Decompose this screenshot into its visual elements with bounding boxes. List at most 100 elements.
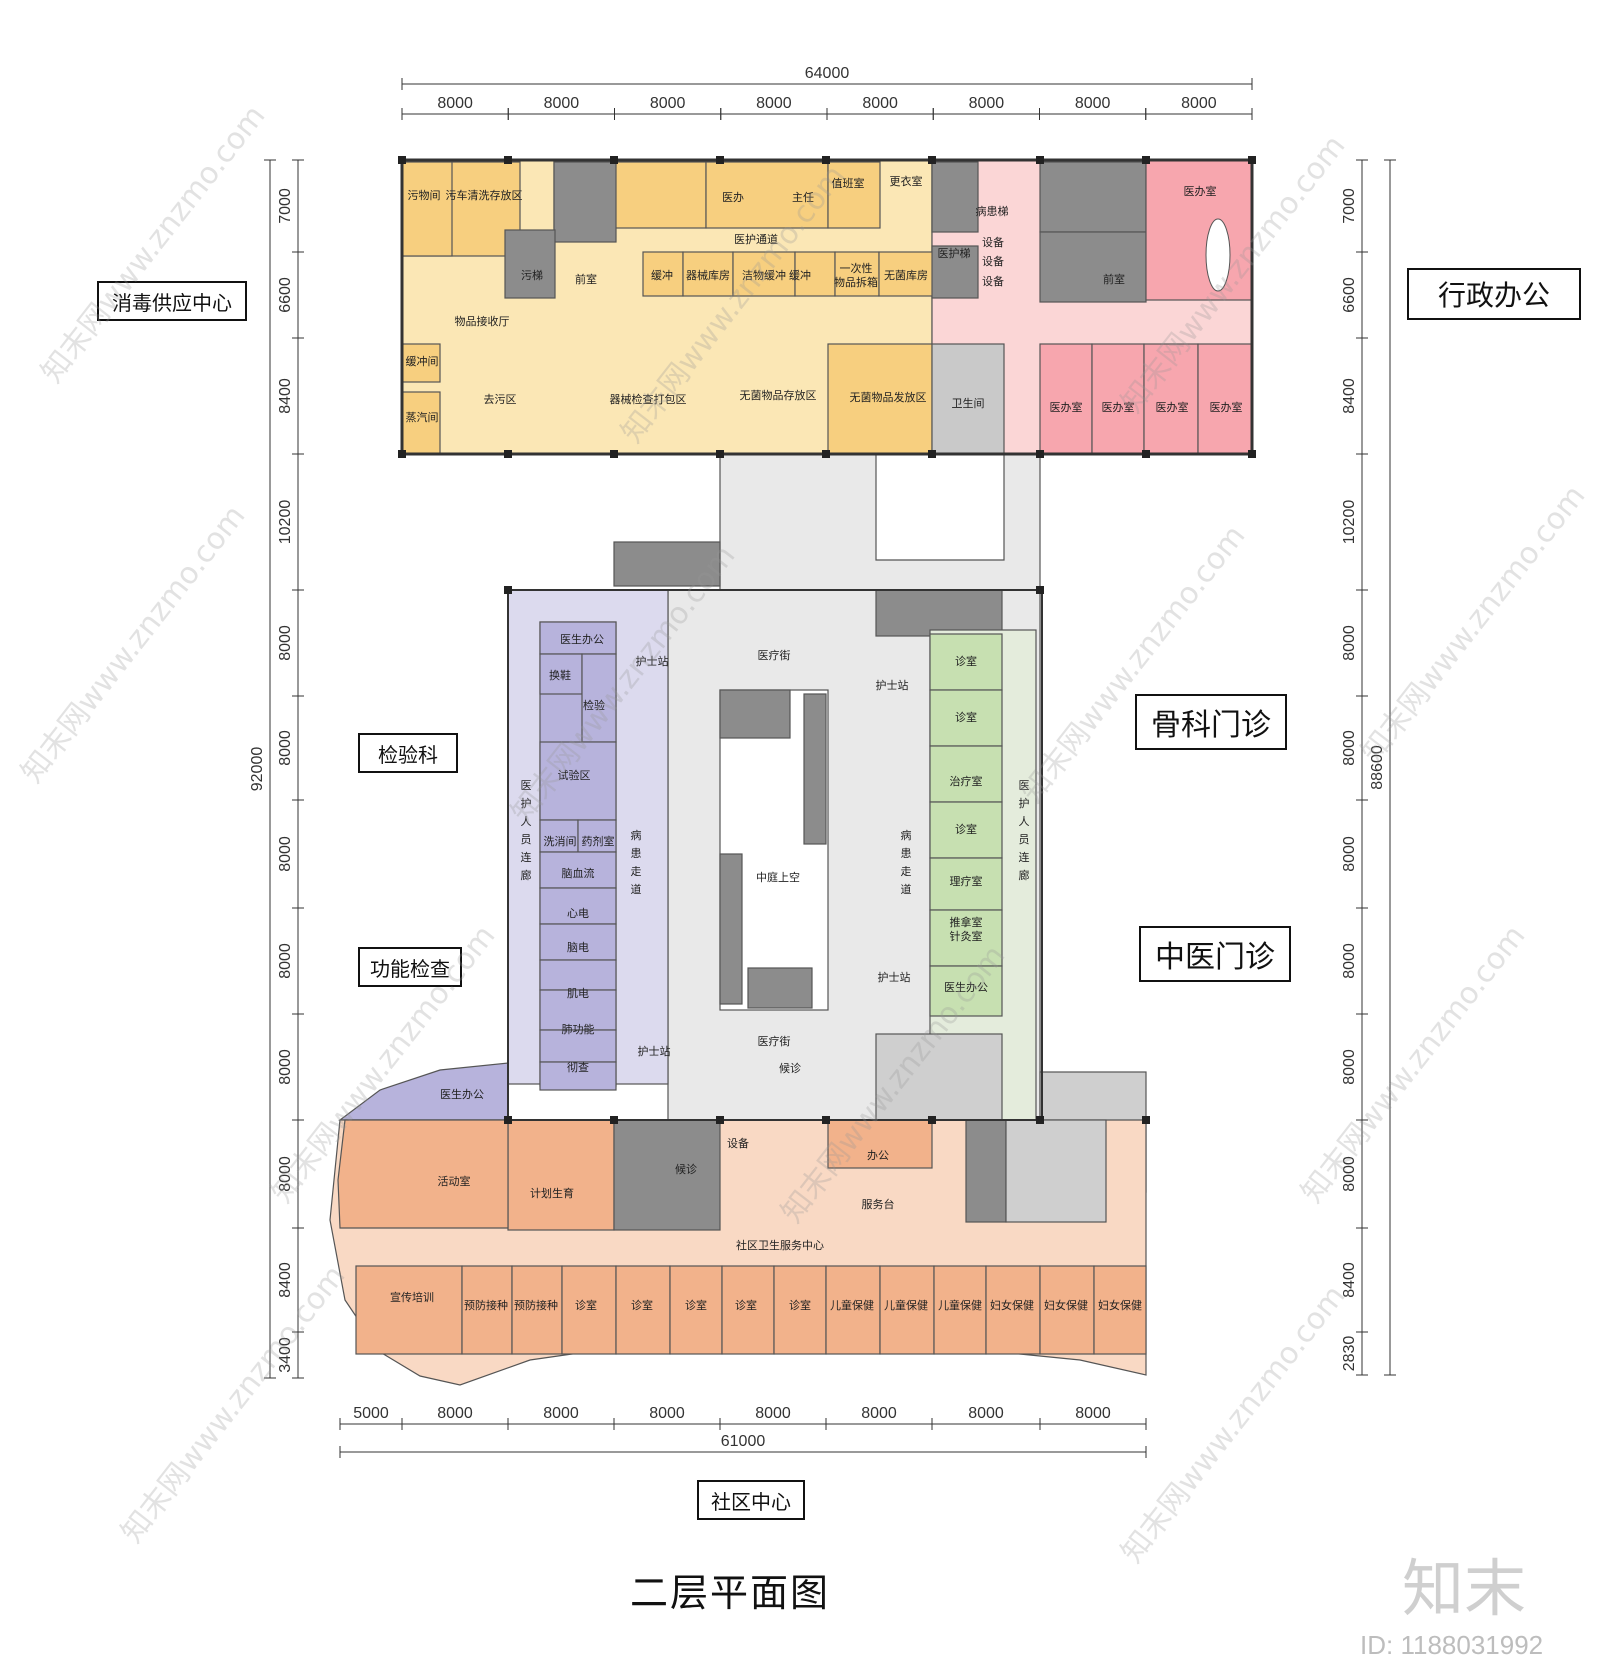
room-label-char: 患 (631, 847, 642, 860)
dimension-label: 8000 (1341, 1156, 1358, 1192)
room-label: 药剂室 (582, 834, 615, 848)
dimension-label: 5000 (353, 1405, 389, 1422)
room-label: 治疗室 (950, 774, 983, 788)
room-label: 缓冲 (789, 268, 811, 282)
room-label: 无菌物品存放区 (740, 388, 817, 402)
dimension-label: 8000 (543, 1405, 579, 1422)
dimension-label: 8000 (437, 1405, 473, 1422)
structural-column (398, 450, 406, 458)
room-label-char: 人 (1019, 815, 1030, 828)
room-label: 设备 (982, 274, 1004, 288)
room-label-char: 连 (521, 851, 532, 864)
dimension-label: 8400 (1341, 378, 1358, 414)
room-label: 活动室 (438, 1174, 471, 1188)
dimension-label: 8000 (755, 1405, 791, 1422)
room-label-line: 一次性 (840, 261, 873, 275)
room-label: 医生办公 (440, 1087, 484, 1101)
room-label: 诊室 (955, 822, 977, 836)
room-label: 蒸汽间 (406, 410, 439, 424)
outer-wall (507, 589, 1043, 1121)
dimension-label: 8000 (544, 95, 580, 112)
room-label: 器械检查打包区 (610, 392, 687, 406)
zone-label-tcm: 中医门诊 (1139, 926, 1291, 982)
room-label: 污物间 (408, 188, 441, 202)
room-label: 候诊 (675, 1162, 697, 1176)
zone-label-lab: 检验科 (358, 733, 458, 773)
lab-room (577, 819, 617, 853)
tcm-room (929, 745, 1003, 803)
community-room (669, 1265, 723, 1355)
community-room (461, 1265, 513, 1355)
room-label: 试验区 (558, 768, 591, 782)
toilet-room (931, 343, 1005, 455)
room-label-char: 病 (631, 828, 642, 842)
room-label: 肌电 (567, 987, 589, 1000)
dimension-label: 7000 (277, 188, 294, 224)
dimension-label: 8000 (1341, 943, 1358, 979)
tcm-room (929, 801, 1003, 859)
structural-column (504, 586, 512, 594)
room-label-char: 护 (1019, 796, 1030, 810)
dimension-label: 64000 (805, 65, 850, 82)
room-label-char: 人 (521, 815, 532, 828)
room-label: 病患走道 (901, 828, 912, 896)
community-room (615, 1265, 671, 1355)
stair-core (1039, 231, 1147, 303)
community-room (933, 1265, 987, 1355)
lab-room (539, 653, 583, 695)
dimension-label: 8400 (277, 1262, 294, 1298)
room-area (827, 161, 881, 229)
room-label-line: 物品拆箱 (834, 275, 878, 289)
elevator-core (747, 967, 813, 1009)
room-label: 无菌物品发放区 (850, 390, 927, 404)
structural-column (610, 1116, 618, 1124)
stair-core (613, 541, 721, 587)
dimension-label: 6600 (277, 277, 294, 313)
room-label-char: 走 (901, 865, 912, 878)
structural-column (716, 450, 724, 458)
dimension-label: 8000 (277, 1156, 294, 1192)
structural-column (610, 156, 618, 164)
room-label: 设备 (727, 1136, 749, 1150)
tcm-room (929, 965, 1003, 1017)
structural-column (1036, 1116, 1044, 1124)
room-label: 医护人员连廊 (1019, 779, 1030, 882)
room-label: 去污区 (484, 393, 517, 406)
dimension-label: 8000 (969, 95, 1005, 112)
void-opening (875, 453, 1005, 561)
room-label: 诊室 (789, 1298, 811, 1312)
dimension-label: 8400 (1341, 1262, 1358, 1298)
room-label: 设备 (982, 254, 1004, 268)
dimension-label: 8000 (1181, 95, 1217, 112)
dimension-label: 8000 (1341, 1049, 1358, 1085)
room-label: 预防接种 (464, 1298, 508, 1312)
room-area (682, 251, 734, 297)
room-label: 预防接种 (514, 1298, 558, 1312)
structural-column (1142, 450, 1150, 458)
room-label-char: 员 (521, 833, 532, 846)
lab-room (539, 959, 617, 991)
tcm-room (929, 633, 1003, 691)
room-label: 更衣室 (890, 174, 923, 188)
room-label-line: 推拿室 (950, 915, 983, 929)
structural-column (1248, 450, 1256, 458)
room-label: 物品接收厅 (455, 314, 510, 328)
dimension-label: 92000 (249, 747, 266, 792)
structural-column (716, 156, 724, 164)
room-label: 妇女保健 (990, 1298, 1034, 1312)
room-label: 前室 (1103, 272, 1125, 286)
community-room (985, 1265, 1041, 1355)
room-labels: 污物间污车清洗存放区医办主任值班室更衣室医护通道病患梯医护梯医办室缓冲器械库房洁… (390, 174, 1243, 1312)
structural-column (1248, 156, 1256, 164)
dimension-label: 8000 (277, 836, 294, 872)
room-label: 护士站 (636, 654, 669, 668)
room-label: 值班室 (832, 176, 865, 190)
zone-label-orthopedics: 骨科门诊 (1135, 694, 1287, 750)
room-area (401, 161, 453, 257)
dimension-label: 8000 (1075, 1405, 1111, 1422)
dimension-label: 8000 (1341, 730, 1358, 766)
structural-column (1142, 1116, 1150, 1124)
room-label: 检验 (583, 698, 605, 712)
